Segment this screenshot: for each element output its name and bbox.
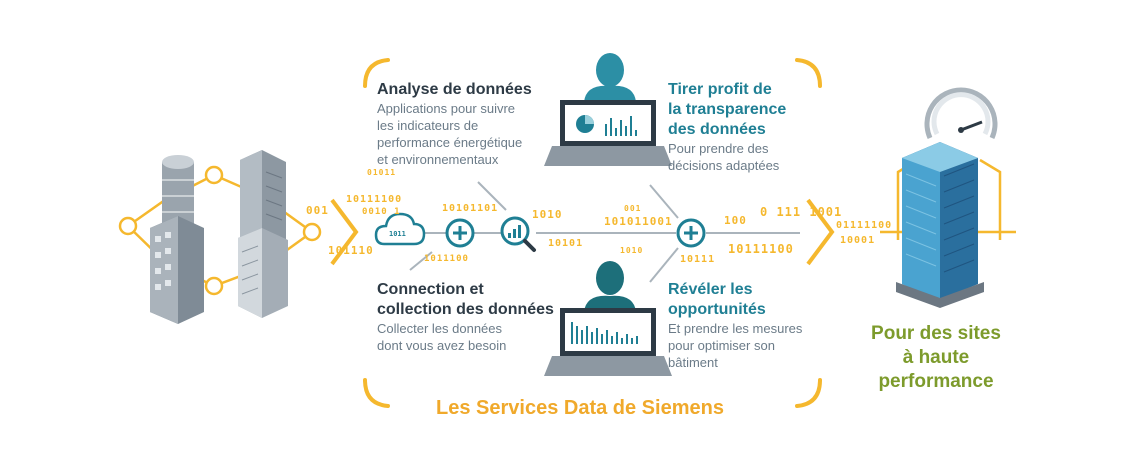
section-transparence: Tirer profit de la transparence des donn…	[668, 80, 818, 174]
goal-line: performance	[878, 371, 994, 392]
connector-lines	[409, 181, 800, 283]
plus-icon-right	[676, 218, 706, 248]
flow-chevrons	[330, 198, 835, 266]
section-title: Connection et	[377, 281, 484, 298]
connected-buildings-illustration	[118, 150, 322, 324]
section-line: performance énergétique	[377, 135, 523, 150]
binary-text: 001	[624, 204, 642, 213]
section-title: Analyse de données	[377, 81, 532, 98]
section-line: Applications pour suivre	[377, 101, 516, 116]
frame-brackets	[363, 58, 822, 408]
section-title: Tirer profit de	[668, 81, 772, 98]
chevron-right-icon	[806, 198, 835, 266]
binary-text: 01111100	[836, 220, 893, 231]
binary-text: 10111100	[728, 242, 794, 256]
bracket-bottom-right	[795, 378, 822, 408]
goal-line: Pour des sites	[871, 323, 1001, 344]
binary-text: 1011100	[424, 254, 469, 264]
binary-text: 01011	[367, 168, 397, 177]
section-line: Collecter les données	[377, 321, 503, 336]
laptop-top-illustration	[544, 53, 672, 166]
bracket-top-right	[795, 58, 822, 88]
section-title: collection des données	[377, 301, 554, 318]
binary-text: 10111100	[346, 194, 403, 205]
magnifier-chart-icon	[500, 216, 536, 252]
goal-line: à haute	[902, 347, 970, 368]
binary-text: 10111	[680, 254, 716, 265]
section-opportunites: Révéler les opportunités Et prendre les …	[668, 280, 818, 371]
cloud-icon	[374, 212, 426, 246]
binary-text: 001	[306, 204, 329, 217]
section-analyse: Analyse de données Applications pour sui…	[377, 80, 562, 168]
high-performance-building-illustration	[880, 87, 1016, 308]
section-line: dont vous avez besoin	[377, 338, 507, 353]
chevron-left-icon	[330, 198, 359, 266]
laptop-bottom-illustration	[544, 261, 672, 376]
section-title: des données	[668, 121, 766, 138]
plus-icon-left	[445, 218, 475, 248]
binary-text: 101110	[328, 244, 374, 257]
section-title: Révéler les	[668, 281, 753, 298]
cloud-label: 1011	[389, 230, 406, 238]
binary-text: 100	[724, 214, 747, 227]
section-line: les indicateurs de	[377, 118, 479, 133]
binary-text: 0010 1	[362, 207, 401, 217]
section-line: pour optimiser son	[668, 338, 775, 353]
section-title: la transparence	[668, 101, 787, 118]
bracket-bottom-left	[363, 378, 390, 408]
section-title: opportunités	[668, 301, 766, 318]
binary-text: 10101101	[442, 203, 499, 214]
bracket-top-left	[363, 58, 390, 88]
section-connection: Connection et collection des données Col…	[377, 280, 567, 354]
section-line: Et prendre les mesures	[668, 321, 803, 336]
gauge-icon	[924, 87, 998, 140]
binary-text: 1010	[532, 208, 563, 221]
footer-label: Les Services Data de Siemens	[436, 397, 724, 419]
binary-text: 101011001	[604, 215, 673, 228]
binary-text: 0 111 1001	[760, 205, 843, 219]
binary-text: 10101	[548, 238, 584, 249]
binary-text: 1010	[620, 246, 644, 255]
section-line: et environnementaux	[377, 152, 499, 167]
section-line: décisions adaptées	[668, 158, 780, 173]
goal-label: Pour des sites à haute performance	[852, 322, 1020, 394]
section-line: bâtiment	[668, 355, 718, 370]
section-line: Pour prendre des	[668, 141, 769, 156]
binary-text: 10001	[840, 235, 876, 246]
